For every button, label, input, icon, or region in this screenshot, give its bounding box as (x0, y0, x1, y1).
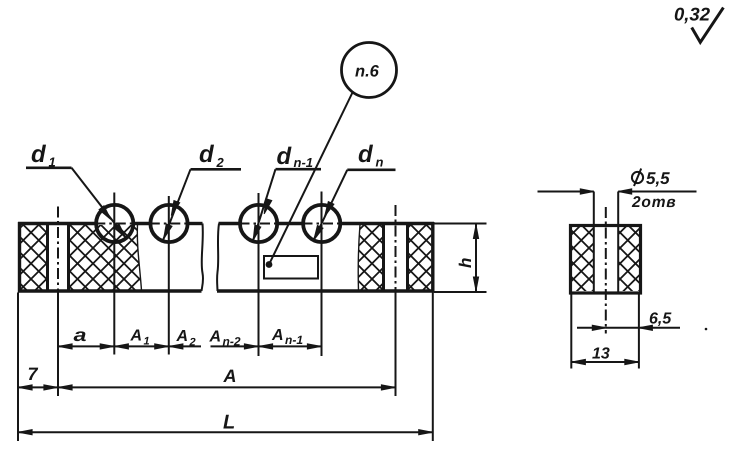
svg-text:d: d (277, 143, 293, 170)
svg-text:h: h (456, 258, 475, 268)
svg-text:A: A (209, 329, 222, 346)
svg-text:n: n (376, 155, 384, 170)
svg-text:A: A (223, 366, 237, 386)
svg-text:d: d (199, 141, 215, 168)
svg-text:A: A (271, 327, 284, 344)
svg-text:1: 1 (144, 336, 150, 348)
svg-text:n-2: n-2 (223, 335, 241, 349)
svg-text:2: 2 (216, 155, 225, 170)
svg-text:L: L (223, 412, 235, 434)
svg-text:13: 13 (592, 346, 610, 363)
svg-text:2omв: 2omв (631, 194, 676, 211)
svg-text:n-1: n-1 (294, 155, 314, 170)
svg-text:n-1: n-1 (285, 333, 303, 347)
svg-text:d: d (31, 141, 47, 168)
svg-text:0,32: 0,32 (674, 4, 711, 25)
svg-text:A: A (130, 328, 143, 345)
svg-text:a: a (74, 325, 87, 345)
svg-text:1: 1 (49, 155, 56, 170)
svg-text:5,5: 5,5 (646, 169, 670, 188)
svg-text:n.6: n.6 (355, 63, 380, 81)
svg-text:2: 2 (189, 337, 196, 349)
svg-text:d: d (358, 141, 374, 168)
svg-text:7: 7 (28, 364, 39, 384)
svg-text:A: A (176, 328, 189, 345)
svg-text:6,5: 6,5 (649, 311, 672, 328)
